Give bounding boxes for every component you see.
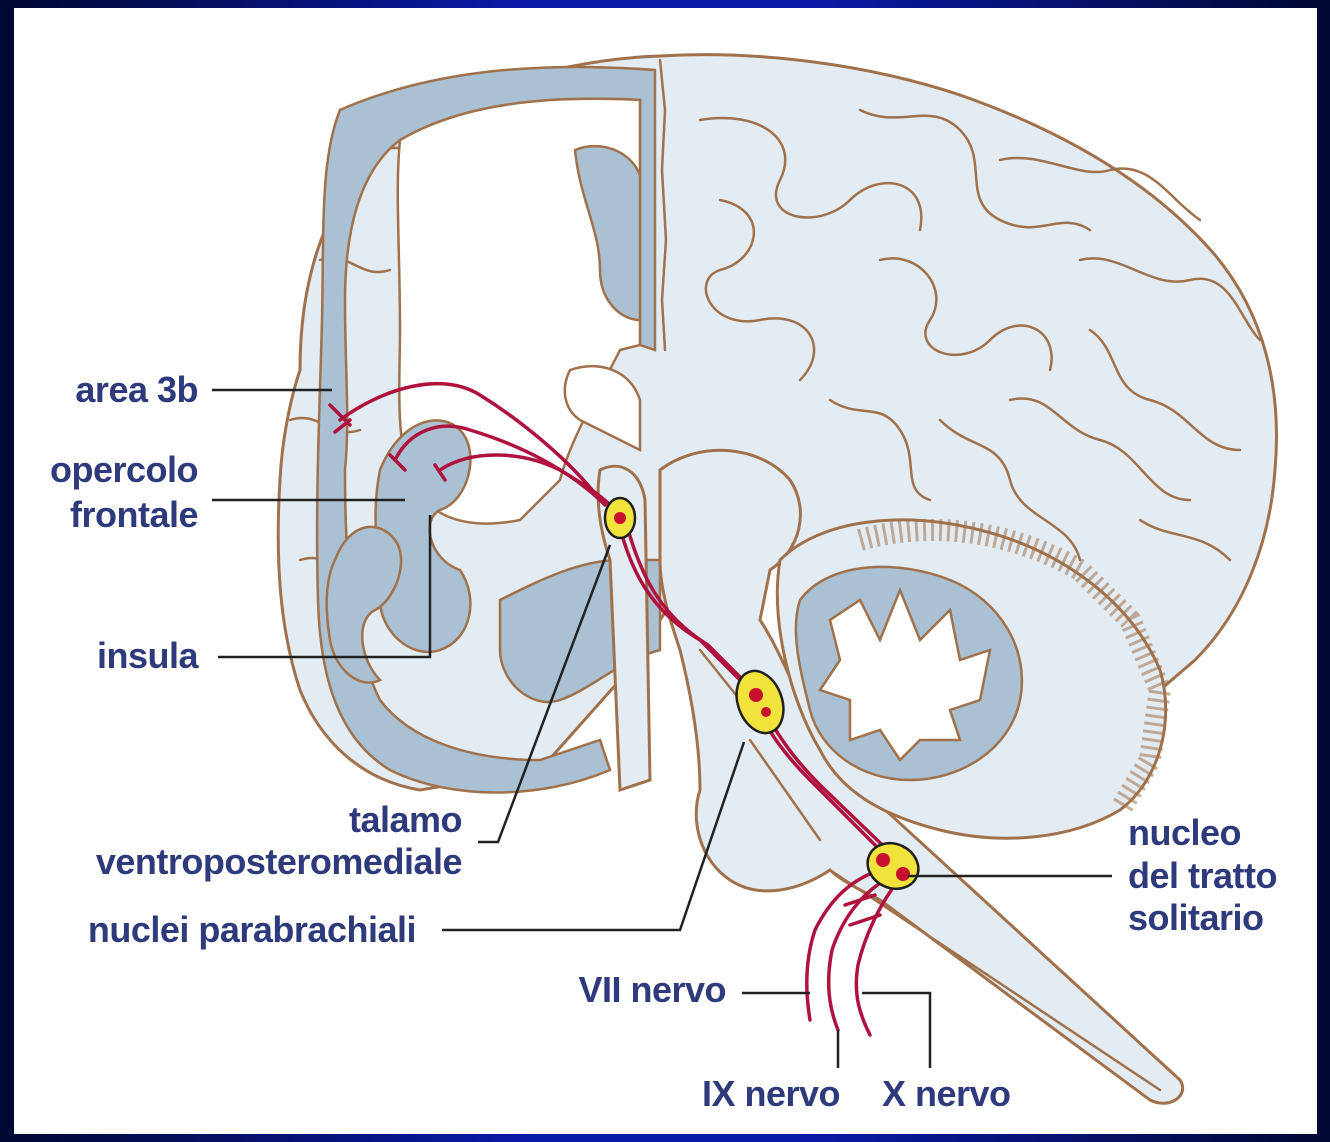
label-nuclei-parabrachiali: nuclei parabrachiali [88,909,416,950]
label-insula: insula [97,635,200,676]
label-opercolo: opercolo [50,449,198,490]
label-vii-nervo: VII nervo [578,969,726,1010]
label-del-tratto: del tratto [1128,855,1277,896]
label-solitario: solitario [1128,897,1264,938]
label-ix-nervo: IX nervo [702,1073,840,1114]
label-ventroposteromediale: ventroposteromediale [96,841,462,882]
label-area-3b: area 3b [75,369,198,410]
label-frontale: frontale [70,494,198,535]
label-nucleo: nucleo [1128,812,1241,853]
label-x-nervo: X nervo [882,1073,1011,1114]
label-talamo: talamo [349,799,462,840]
